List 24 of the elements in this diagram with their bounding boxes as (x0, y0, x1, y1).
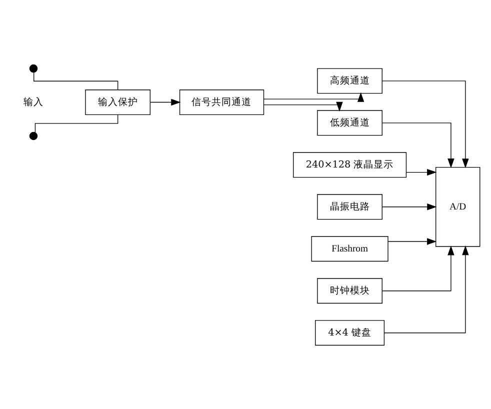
arrow (382, 122, 454, 168)
arrow (382, 80, 469, 168)
node-box: 低频通道 (317, 110, 382, 136)
node-box: 输入保护 (85, 89, 150, 114)
label: 输入 (23, 96, 44, 108)
node-circle (29, 131, 38, 140)
node-box: 240×128 液晶显示 (293, 152, 407, 178)
arrow (384, 245, 469, 333)
node-box: 高频通道 (317, 68, 382, 94)
node-box: 时钟模块 (317, 278, 382, 304)
arrow (264, 92, 364, 102)
connector (34, 114, 118, 132)
arrow (150, 98, 181, 106)
node-box: 信号共同通道 (179, 89, 264, 114)
node-box: A/D (435, 166, 480, 246)
node-box: 晶振电路 (317, 194, 382, 220)
node-box: Flashrom (311, 236, 388, 262)
arrow (382, 245, 454, 291)
arrow (406, 168, 437, 176)
node-circle (29, 64, 38, 72)
arrow (264, 101, 343, 112)
arrow (382, 203, 437, 210)
arrow (388, 238, 437, 244)
node-box: 4×4 键盘 (315, 320, 385, 346)
